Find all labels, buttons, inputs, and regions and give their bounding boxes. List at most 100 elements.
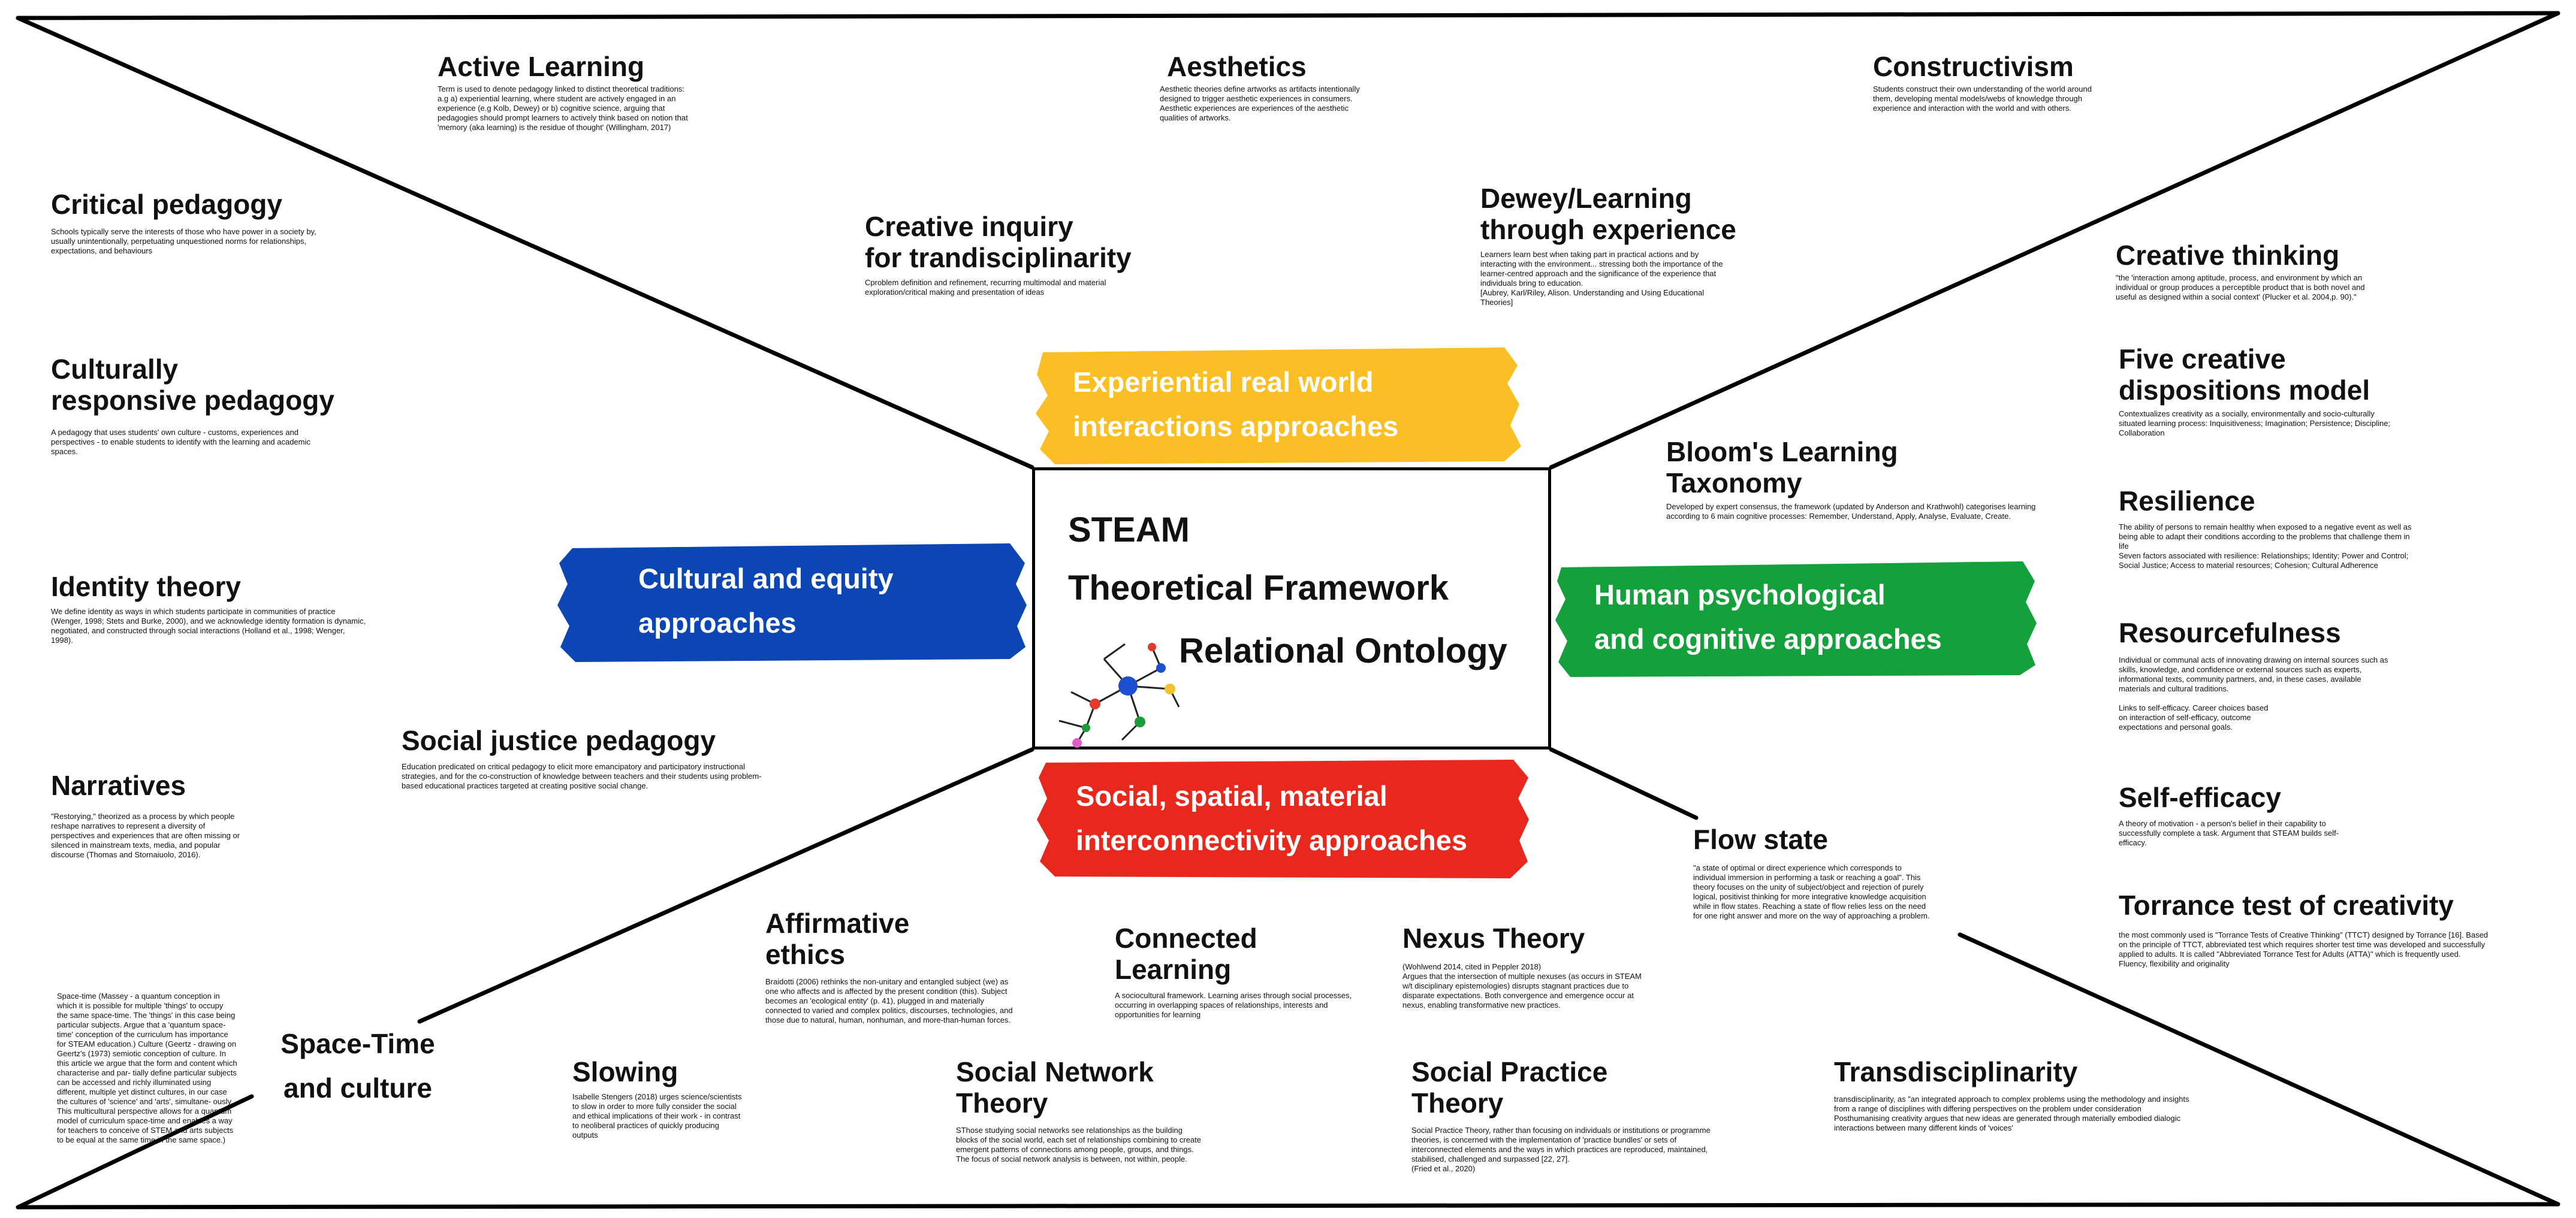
topic-flow-state: Flow state "a state of optimal or direct… bbox=[1693, 824, 1993, 921]
brush-stroke-red bbox=[1037, 760, 1529, 878]
node-yellow bbox=[1165, 684, 1175, 694]
topic-nexus-theory: Nexus Theory (Wohlwend 2014, cited in Pe… bbox=[1402, 923, 1702, 1010]
brush-stroke-yellow bbox=[1036, 347, 1521, 464]
topic-title: Constructivism bbox=[1873, 51, 2074, 82]
topic-torrance-test: Torrance test of creativity the most com… bbox=[2119, 890, 2526, 969]
topic-title: Social justice pedagogy bbox=[402, 725, 716, 756]
diagonal-top-left bbox=[16, 16, 1034, 470]
topic-description: A sociocultural framework. Learning aris… bbox=[1115, 991, 1352, 1019]
topic-narratives: Narratives "Restorying," theorized as a … bbox=[51, 770, 387, 860]
topic-title: Social Practice Theory bbox=[1411, 1056, 1608, 1119]
topic-description: (Wohlwend 2014, cited in Peppler 2018) A… bbox=[1402, 962, 1642, 1010]
topic-title: Creative inquiry for trandisciplinarity bbox=[865, 211, 1132, 273]
topic-identity-theory: Identity theory We define identity as wa… bbox=[51, 571, 387, 645]
human-approach-label: Human psychological and cognitive approa… bbox=[1594, 579, 1942, 655]
social-approach-label: Social, spatial, material interconnectiv… bbox=[1076, 779, 1467, 856]
topic-title: Culturally responsive pedagogy bbox=[51, 353, 334, 416]
topic-description: Aesthetic theories define artworks as ar… bbox=[1160, 84, 1360, 122]
topic-blooms-taxonomy: Bloom's Learning Taxonomy Developed by e… bbox=[1666, 436, 2050, 521]
topic-description: Space-time (Massey - a quantum conceptio… bbox=[57, 992, 237, 1144]
diagonal-bottom-right bbox=[1549, 747, 1699, 820]
topic-description: A theory of motivation - a person's beli… bbox=[2119, 819, 2339, 847]
topic-description: Term is used to denote pedagogy linked t… bbox=[438, 84, 688, 132]
node-blue-large bbox=[1118, 676, 1138, 696]
topic-title: Creative thinking bbox=[2116, 240, 2340, 271]
topic-title: Bloom's Learning Taxonomy bbox=[1666, 436, 1898, 498]
topic-title: Transdisciplinarity bbox=[1834, 1056, 2078, 1087]
topic-five-creative-dispositions: Five creative dispositions model Context… bbox=[2119, 343, 2454, 438]
brush-shape bbox=[1037, 760, 1529, 878]
topic-description: A pedagogy that uses students' own cultu… bbox=[51, 428, 310, 456]
topic-title: Critical pedagogy bbox=[51, 189, 282, 220]
node-red bbox=[1090, 699, 1100, 709]
topic-social-justice-pedagogy: Social justice pedagogy Education predic… bbox=[402, 725, 821, 791]
topic-title: Active Learning bbox=[438, 51, 645, 82]
node-green-small bbox=[1082, 724, 1090, 732]
topic-resilience: Resilience The ability of persons to rem… bbox=[2119, 485, 2454, 570]
topic-transdisciplinarity: Transdisciplinarity transdisciplinarity,… bbox=[1834, 1056, 2242, 1133]
topic-title: Space-Time and culture bbox=[280, 1028, 435, 1104]
diagonal-bottom-left-2 bbox=[16, 1094, 254, 1210]
center-title-line3: Relational Ontology bbox=[1179, 631, 1507, 670]
topic-description: Individual or communal acts of innovatin… bbox=[2119, 655, 2388, 732]
topic-description: the most commonly used is "Torrance Test… bbox=[2119, 930, 2488, 968]
topic-description: "a state of optimal or direct experience… bbox=[1693, 863, 1930, 920]
topic-title: Social Network Theory bbox=[956, 1056, 1154, 1119]
topic-description: transdisciplinarity, as "an integrated a… bbox=[1834, 1095, 2189, 1132]
topic-creative-thinking: Creative thinking "the 'interaction amon… bbox=[2116, 240, 2451, 302]
topic-title: Slowing bbox=[572, 1056, 678, 1087]
topic-affirmative-ethics: Affirmative ethics Braidotti (2006) reth… bbox=[765, 908, 1077, 1025]
topic-description: Isabelle Stengers (2018) urges science/s… bbox=[572, 1092, 742, 1140]
topic-title: Torrance test of creativity bbox=[2119, 890, 2454, 921]
experiential-approach-label: Experiential real world interactions app… bbox=[1073, 366, 1399, 442]
topic-description: Learners learn best when taking part in … bbox=[1480, 250, 1723, 307]
topic-description: Education predicated on critical pedagog… bbox=[402, 762, 762, 790]
brush-stroke-green bbox=[1555, 561, 2037, 677]
topic-description: SThose studying social networks see rela… bbox=[956, 1126, 1201, 1163]
topic-description: Cproblem definition and refinement, recu… bbox=[865, 278, 1106, 297]
brush-shape bbox=[1036, 347, 1521, 464]
network-molecule-icon bbox=[1058, 643, 1180, 748]
topic-space-time-description: Space-time (Massey - a quantum conceptio… bbox=[57, 992, 297, 1145]
node-blue-small bbox=[1156, 663, 1166, 673]
diagonal-top-right bbox=[1549, 11, 2560, 470]
topic-description: Social Practice Theory, rather than focu… bbox=[1411, 1126, 1711, 1173]
node-pink bbox=[1072, 738, 1082, 748]
topic-critical-pedagogy: Critical pedagogy Schools typically serv… bbox=[51, 189, 387, 256]
topic-constructivism: Constructivism Students construct their … bbox=[1873, 51, 2245, 113]
topic-title: Nexus Theory bbox=[1402, 923, 1585, 954]
topic-title: Aesthetics bbox=[1167, 51, 1307, 82]
brush-shape bbox=[1555, 561, 2037, 677]
topic-description: Students construct their own understandi… bbox=[1873, 84, 2092, 113]
topic-title: Affirmative ethics bbox=[765, 908, 910, 970]
topic-social-practice-theory: Social Practice Theory Social Practice T… bbox=[1411, 1056, 1723, 1174]
topic-description: "the 'interaction among aptitude, proces… bbox=[2116, 273, 2365, 301]
brush-shape bbox=[557, 543, 1027, 662]
cultural-approach-label: Cultural and equity approaches bbox=[638, 562, 894, 639]
topic-description: Developed by expert consensus, the frame… bbox=[1666, 502, 2036, 521]
topic-description: Schools typically serve the interests of… bbox=[51, 227, 316, 255]
topic-connected-learning: Connected Learning A sociocultural frame… bbox=[1115, 923, 1414, 1020]
topic-title: Flow state bbox=[1693, 824, 1828, 855]
node-green bbox=[1135, 717, 1145, 727]
topic-description: Braidotti (2006) rethinks the non-unitar… bbox=[765, 977, 1013, 1024]
topic-space-time-culture: Space-Time and culture bbox=[262, 1021, 454, 1110]
brush-stroke-blue bbox=[557, 543, 1027, 662]
topic-active-learning: Active Learning Term is used to denote p… bbox=[438, 51, 869, 132]
topic-description: We define identity as ways in which stud… bbox=[51, 607, 366, 645]
topic-title: Identity theory bbox=[51, 571, 241, 602]
topic-title: Self-efficacy bbox=[2119, 782, 2282, 813]
topic-dewey: Dewey/Learning through experience Learne… bbox=[1480, 183, 1792, 307]
topic-description: Contextualizes creativity as a socially,… bbox=[2119, 409, 2391, 437]
topic-aesthetics: Aesthetics Aesthetic theories define art… bbox=[1160, 51, 1471, 123]
topic-social-network-theory: Social Network Theory SThose studying so… bbox=[956, 1056, 1268, 1164]
topic-culturally-responsive-pedagogy: Culturally responsive pedagogy A pedagog… bbox=[51, 353, 387, 457]
topic-creative-inquiry: Creative inquiry for trandisciplinarity … bbox=[865, 211, 1165, 297]
diagonal-bottom-right-2 bbox=[1957, 932, 2560, 1207]
topic-title: Five creative dispositions model bbox=[2119, 343, 2370, 406]
topic-title: Narratives bbox=[51, 770, 186, 801]
experiential-approach-band: Experiential real world interactions app… bbox=[1031, 341, 1522, 467]
topic-self-efficacy: Self-efficacy A theory of motivation - a… bbox=[2119, 782, 2454, 848]
diagonal-bottom-left bbox=[417, 747, 1034, 1024]
